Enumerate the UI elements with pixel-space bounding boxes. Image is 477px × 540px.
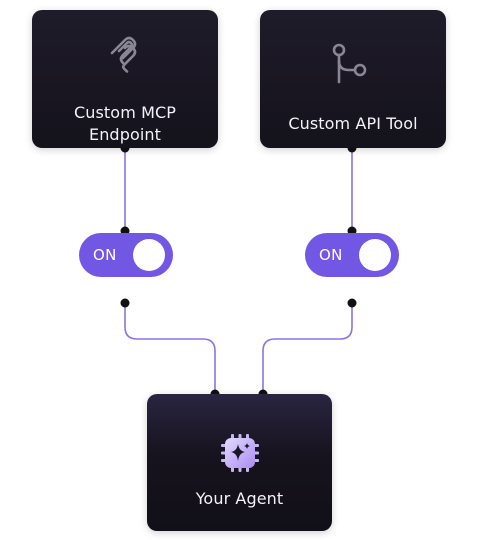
mcp-card-title-line1: Custom MCP bbox=[73, 103, 176, 122]
connector-dot bbox=[120, 298, 130, 308]
api-card-title: Custom API Tool bbox=[288, 114, 418, 133]
wire-left-toggle-to-agent bbox=[124, 303, 216, 394]
agent-card-title: Your Agent bbox=[195, 489, 284, 508]
mcp-on-toggle[interactable]: ON bbox=[79, 233, 173, 277]
custom-api-tool-card[interactable]: Custom API Tool bbox=[260, 10, 446, 148]
api-on-toggle[interactable]: ON bbox=[305, 233, 399, 277]
toggle-label: ON bbox=[93, 246, 117, 264]
custom-mcp-endpoint-card[interactable]: Custom MCP Endpoint bbox=[32, 10, 218, 148]
wire-right-toggle-to-agent bbox=[262, 303, 353, 394]
your-agent-card[interactable]: Your Agent bbox=[147, 394, 332, 531]
toggle-knob bbox=[359, 239, 391, 271]
toggle-label: ON bbox=[319, 246, 343, 264]
mcp-card-title-line2: Endpoint bbox=[88, 125, 161, 144]
toggle-knob bbox=[133, 239, 165, 271]
connector-dot bbox=[347, 298, 357, 308]
